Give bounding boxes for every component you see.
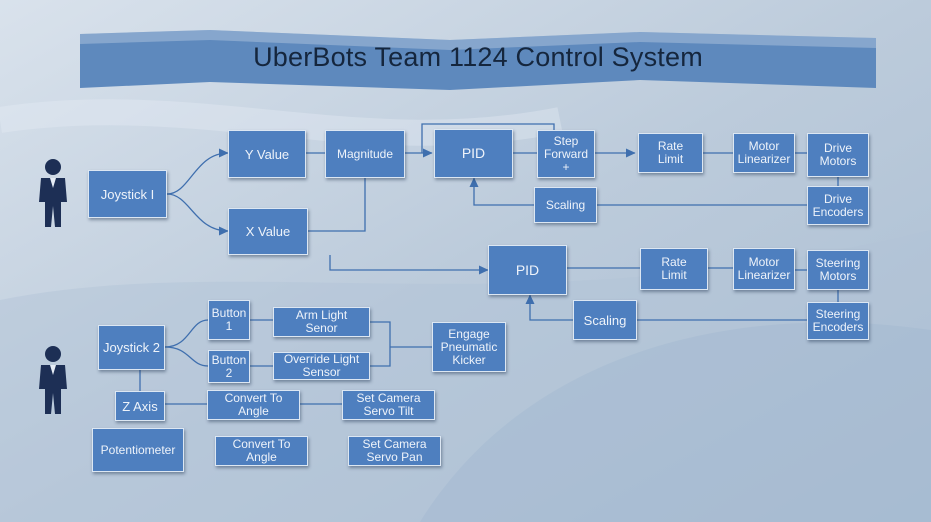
rate-limit-top-block: Rate Limit <box>638 133 703 173</box>
pid-mid-block: PID <box>488 245 567 295</box>
pid-top-block: PID <box>434 129 513 178</box>
steering-encoders-block: Steering Encoders <box>807 302 869 340</box>
joystick-2-block: Joystick 2 <box>98 325 165 370</box>
magnitude-block: Magnitude <box>325 130 405 178</box>
x-value-block: X Value <box>228 208 308 255</box>
button-2-block: Button 2 <box>208 350 250 383</box>
page-title: UberBots Team 1124 Control System <box>253 42 703 72</box>
set-camera-servo-tilt-block: Set Camera Servo Tilt <box>342 390 435 420</box>
person-icon <box>39 346 67 414</box>
z-axis-block: Z Axis <box>115 391 165 421</box>
engage-pneumatic-kicker-block: Engage Pneumatic Kicker <box>432 322 506 372</box>
convert-to-angle-1-block: Convert To Angle <box>207 390 300 420</box>
person-icon <box>39 159 67 227</box>
step-forward-block: Step Forward + <box>537 130 595 178</box>
drive-encoders-block: Drive Encoders <box>807 186 869 225</box>
convert-to-angle-2-block: Convert To Angle <box>215 436 308 466</box>
drive-motors-block: Drive Motors <box>807 133 869 177</box>
motor-linearizer-mid-block: Motor Linearizer <box>733 248 795 290</box>
joystick-1-block: Joystick I <box>88 170 167 218</box>
title-banner <box>80 30 876 90</box>
set-camera-servo-pan-block: Set Camera Servo Pan <box>348 436 441 466</box>
override-light-sensor-block: Override Light Sensor <box>273 352 370 380</box>
rate-limit-mid-block: Rate Limit <box>640 248 708 290</box>
scaling-mid-block: Scaling <box>573 300 637 340</box>
steering-motors-block: Steering Motors <box>807 250 869 290</box>
arm-light-sensor-block: Arm Light Senor <box>273 307 370 337</box>
scaling-top-block: Scaling <box>534 187 597 223</box>
potentiometer-block: Potentiometer <box>92 428 184 472</box>
button-1-block: Button 1 <box>208 300 250 340</box>
y-value-block: Y Value <box>228 130 306 178</box>
motor-linearizer-top-block: Motor Linearizer <box>733 133 795 173</box>
